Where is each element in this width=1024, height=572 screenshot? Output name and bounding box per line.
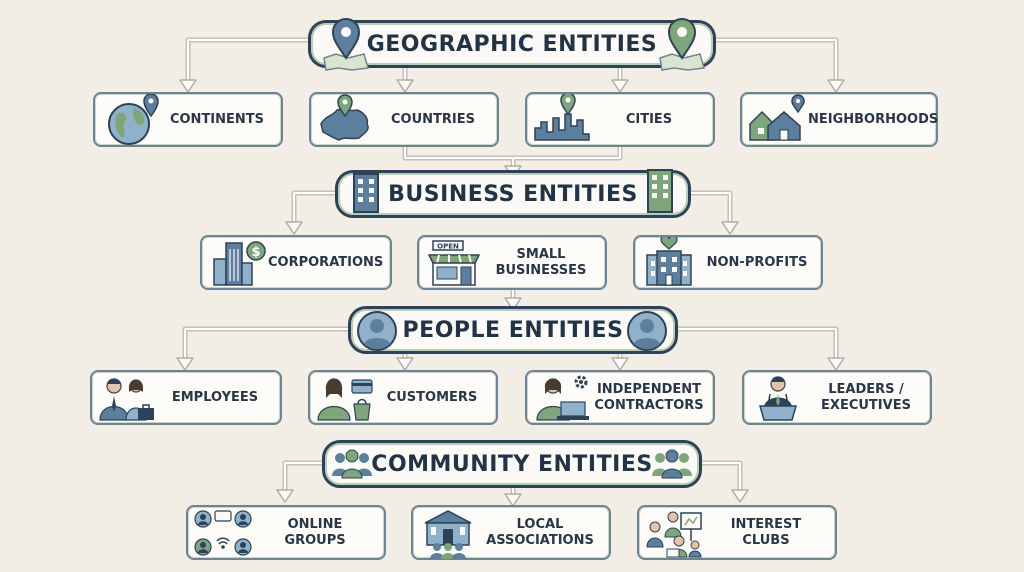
- svg-text:$: $: [251, 245, 260, 260]
- small-businesses-box: OPEN SMALL BUSINESSES: [417, 235, 607, 290]
- interest-clubs-label: INTEREST CLUBS: [730, 516, 802, 548]
- globe-pin-icon: [108, 93, 159, 145]
- people-entities-header: PEOPLE ENTITIES: [348, 306, 678, 354]
- building-icon: [647, 169, 673, 213]
- continents-label: CONTINENTS: [169, 111, 265, 127]
- online-groups-label: ONLINE GROUPS: [284, 516, 346, 548]
- local-associations-box: LOCAL ASSOCIATIONS: [411, 505, 611, 560]
- online-group-chat-icon: [194, 509, 252, 556]
- community-entities-header: COMMUNITY ENTITIES: [322, 440, 702, 488]
- leader-podium-icon: [759, 375, 797, 421]
- corporations-label: CORPORATIONS: [268, 254, 384, 270]
- building-heart-icon: [646, 236, 692, 286]
- non-profits-box: NON-PROFITS: [633, 235, 823, 290]
- worker-laptop-gear-icon: [536, 375, 589, 421]
- continents-box: CONTINENTS: [93, 92, 283, 147]
- leaders-executives-box: LEADERS / EXECUTIVES: [742, 370, 932, 425]
- business-entities-title: BUSINESS ENTITIES: [388, 181, 638, 207]
- hall-people-icon: [424, 509, 472, 559]
- countries-label: COUNTRIES: [391, 111, 475, 127]
- neighborhoods-label: NEIGHBORHOODS: [808, 111, 939, 127]
- houses-pin-icon: [749, 93, 805, 141]
- cities-box: CITIES: [525, 92, 715, 147]
- open-shop-icon: OPEN: [427, 239, 481, 286]
- small-businesses-label: SMALL BUSINESSES: [495, 246, 587, 278]
- non-profits-label: NON-PROFITS: [706, 254, 808, 270]
- employees-label: EMPLOYEES: [171, 389, 259, 405]
- shop-sign-text: OPEN: [437, 242, 459, 250]
- club-activity-icon: [646, 511, 702, 557]
- corporations-box: $ CORPORATIONS: [200, 235, 392, 290]
- group-people-icon: [652, 449, 692, 479]
- employees-box: EMPLOYEES: [90, 370, 282, 425]
- geographic-entities-title: GEOGRAPHIC ENTITIES: [366, 31, 658, 57]
- city-skyline-pin-icon: [534, 93, 590, 141]
- building-icon: [353, 173, 379, 213]
- countries-box: COUNTRIES: [309, 92, 499, 147]
- business-entities-header: BUSINESS ENTITIES: [335, 170, 691, 218]
- local-associations-label: LOCAL ASSOCIATIONS: [486, 516, 594, 548]
- community-entities-title: COMMUNITY ENTITIES: [371, 451, 653, 477]
- customers-label: CUSTOMERS: [386, 389, 478, 405]
- customers-box: CUSTOMERS: [308, 370, 498, 425]
- employees-briefcase-icon: [99, 377, 154, 421]
- location-pin-icon: [659, 18, 705, 71]
- geographic-entities-header: GEOGRAPHIC ENTITIES: [308, 20, 716, 68]
- country-map-pin-icon: [320, 93, 369, 141]
- customer-card-bag-icon: [317, 377, 373, 421]
- person-avatar-icon: [357, 311, 397, 351]
- neighborhoods-box: NEIGHBORHOODS: [740, 92, 938, 147]
- group-people-icon: [332, 449, 372, 479]
- online-groups-box: ONLINE GROUPS: [186, 505, 386, 560]
- person-avatar-icon: [627, 311, 667, 351]
- office-tower-dollar-icon: $: [213, 240, 266, 286]
- independent-contractors-label: INDEPENDENT CONTRACTORS: [594, 381, 704, 413]
- people-entities-title: PEOPLE ENTITIES: [402, 317, 624, 343]
- cities-label: CITIES: [625, 111, 673, 127]
- leaders-executives-label: LEADERS / EXECUTIVES: [821, 381, 911, 413]
- independent-contractors-box: INDEPENDENT CONTRACTORS: [525, 370, 715, 425]
- location-pin-icon: [323, 18, 369, 71]
- interest-clubs-box: INTEREST CLUBS: [637, 505, 837, 560]
